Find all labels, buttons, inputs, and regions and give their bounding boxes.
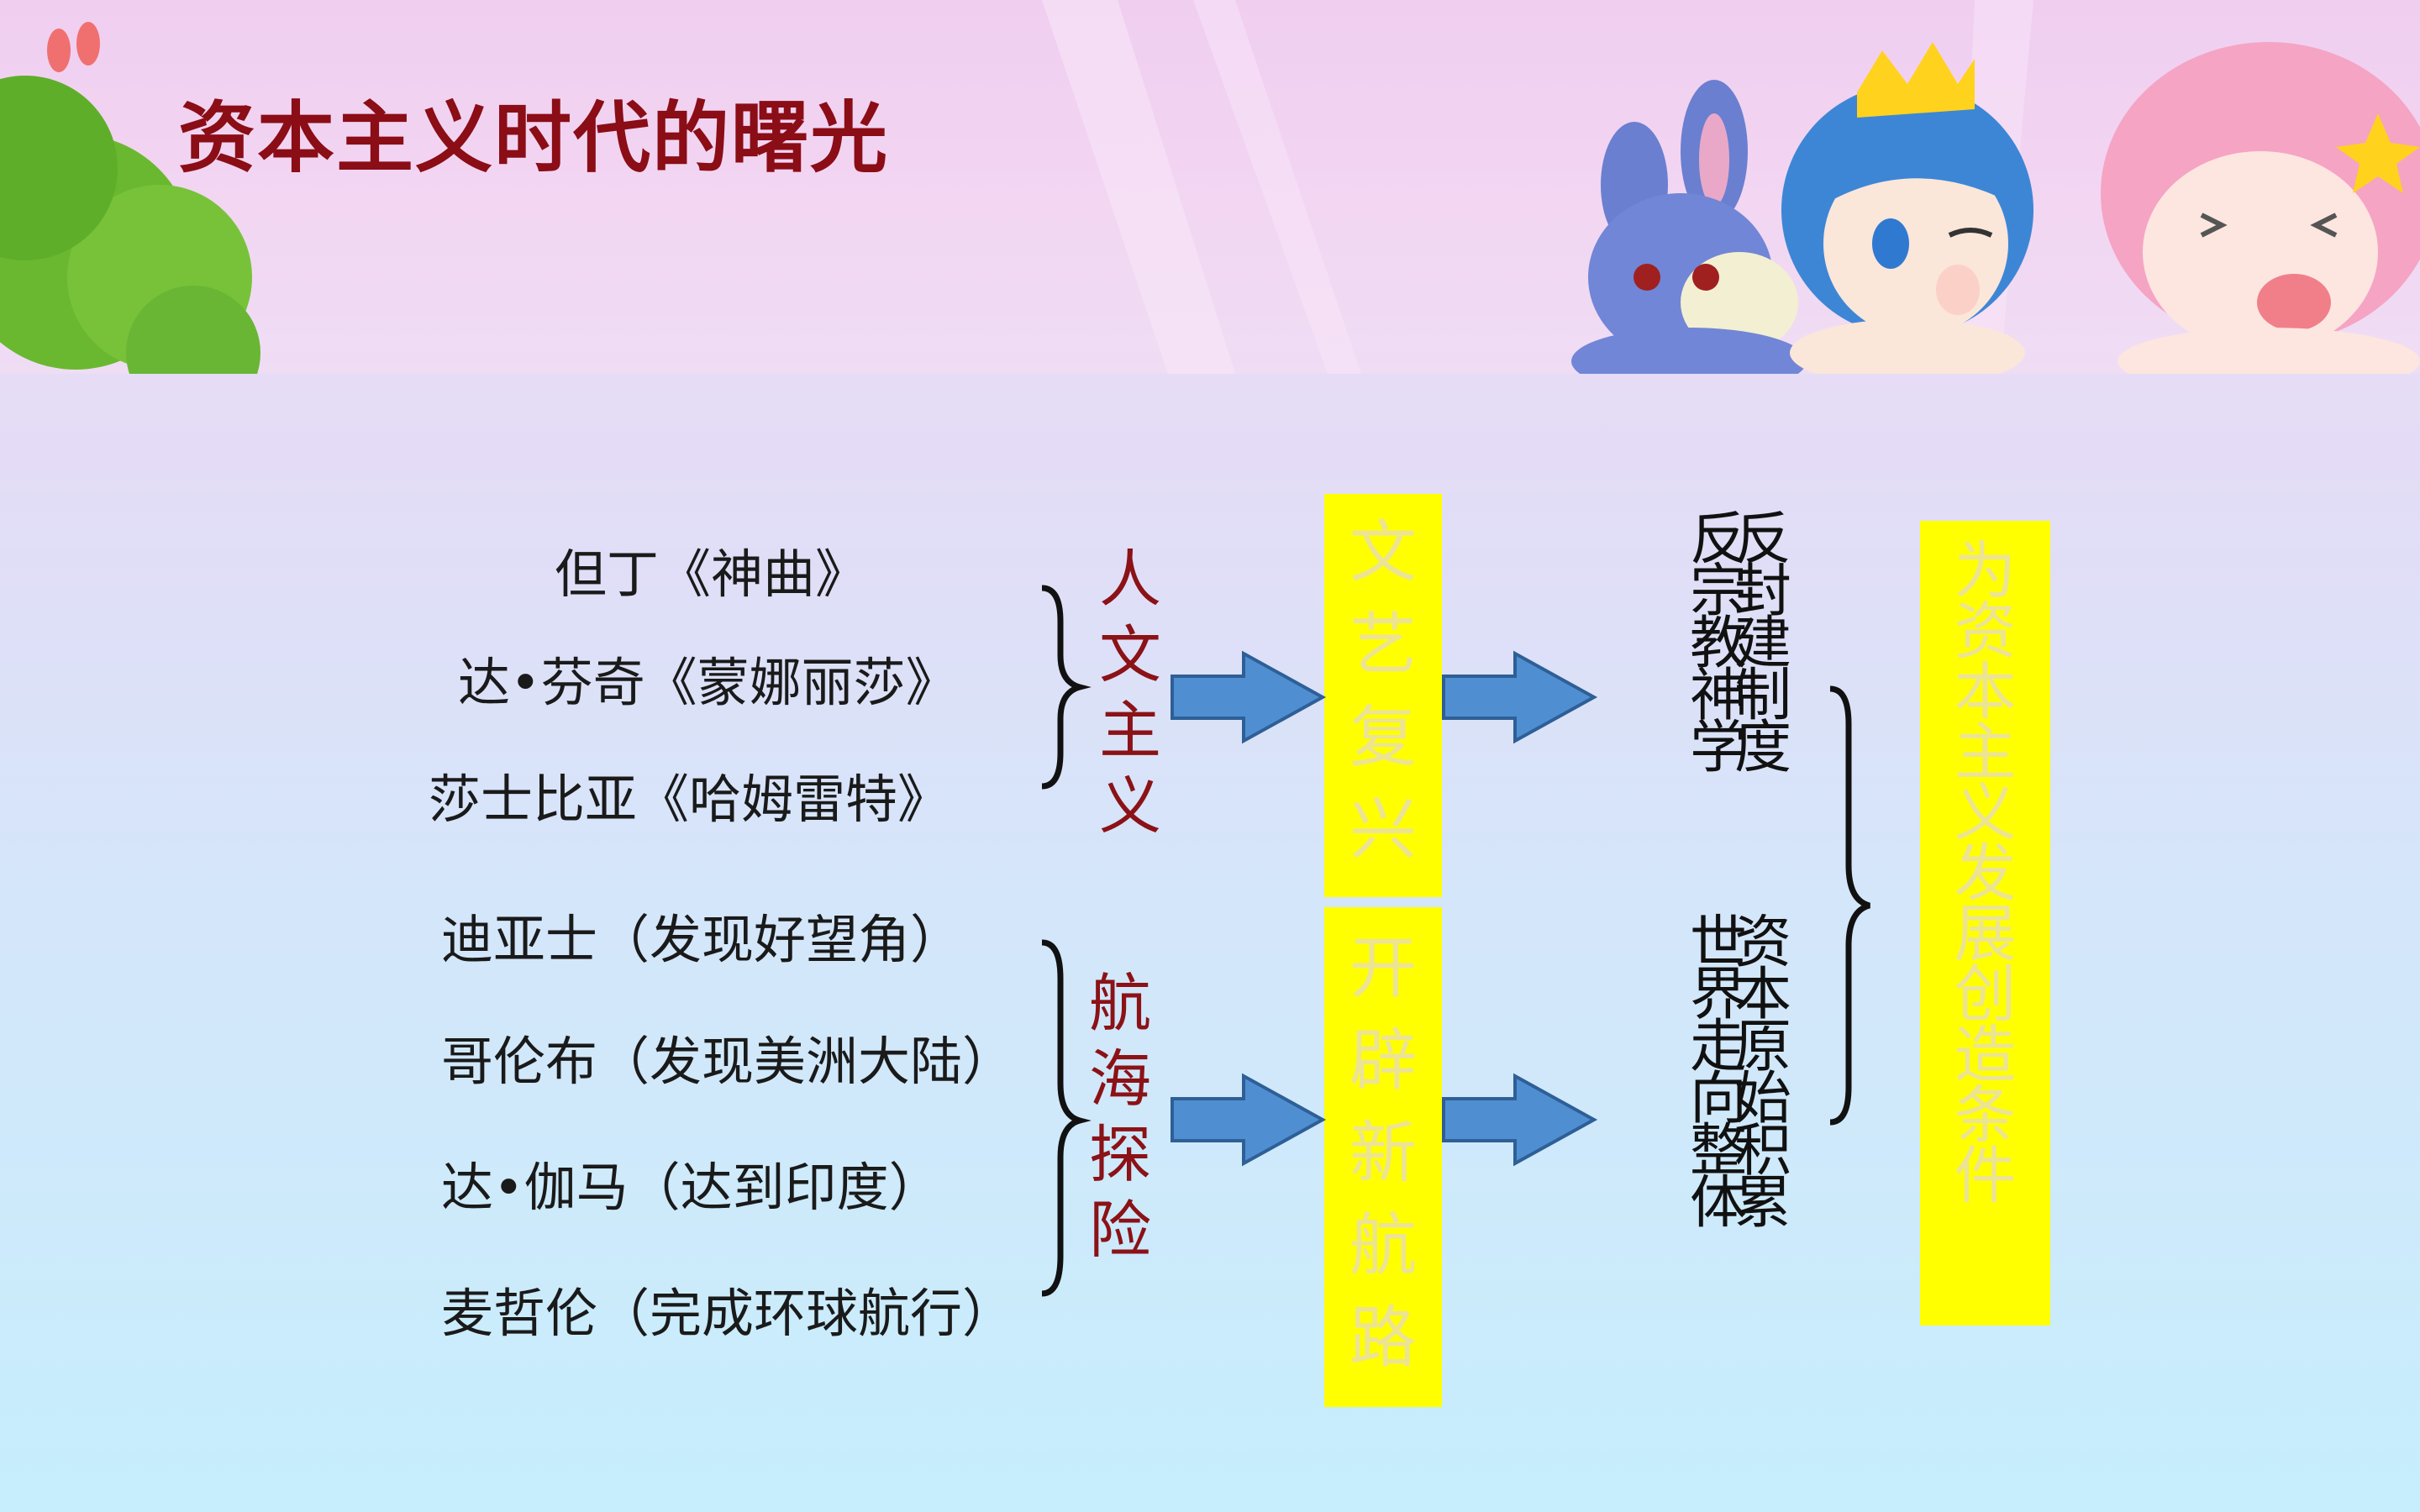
arrow-renaissance-results: [1442, 650, 1598, 744]
brace-humanism: [1041, 585, 1092, 790]
result-capital-accumulation: 资本原始积累: [1733, 910, 1791, 1236]
label-navigation: 航海探险: [1089, 968, 1151, 1267]
pink-hair-girl-character: [2101, 42, 2420, 374]
result-anti-feudal: 反封建制度: [1733, 507, 1791, 781]
box-renaissance-text: 文艺复兴: [1349, 513, 1417, 869]
result-anti-theology: 反宗教神学: [1689, 507, 1747, 781]
voyage-dias: 迪亚士（发现好望角）: [441, 909, 963, 970]
work-dante: 但丁《神曲》: [555, 543, 868, 605]
rabbit-character: [1571, 80, 1807, 374]
box-conclusion-text: 为资本主义发展创造条件: [1954, 535, 2017, 1212]
arrow-route-results: [1442, 1073, 1598, 1167]
voyage-magellan: 麦哲伦（完成环球航行）: [441, 1283, 1015, 1344]
bush-decoration: [0, 22, 260, 374]
brace-navigation: [1041, 939, 1092, 1297]
work-da-vinci: 达•芬奇《蒙娜丽莎》: [458, 652, 958, 713]
box-renaissance: 文艺复兴: [1324, 494, 1442, 897]
voyage-da-gama: 达•伽马（达到印度）: [441, 1157, 941, 1218]
work-shakespeare: 莎士比亚《哈姆雷特》: [429, 769, 950, 830]
arrow-navigation-route: [1171, 1073, 1327, 1167]
page-title: 资本主义时代的曙光: [178, 93, 890, 183]
result-world-whole: 世界走向整体: [1689, 910, 1747, 1236]
blue-hair-girl-character: [1781, 42, 2033, 374]
box-new-route: 开辟新航路: [1324, 907, 1442, 1407]
arrow-humanism-renaissance: [1171, 650, 1327, 744]
voyage-columbus: 哥伦布（发现美洲大陆）: [441, 1031, 1015, 1092]
box-conclusion: 为资本主义发展创造条件: [1920, 521, 2050, 1326]
header-banner: 资本主义时代的曙光: [0, 0, 2420, 374]
banner-decoration: [0, 0, 2420, 374]
label-humanism: 人文主义: [1099, 543, 1161, 843]
box-new-route-text: 开辟新航路: [1349, 929, 1417, 1377]
brace-results: [1829, 685, 1871, 1126]
